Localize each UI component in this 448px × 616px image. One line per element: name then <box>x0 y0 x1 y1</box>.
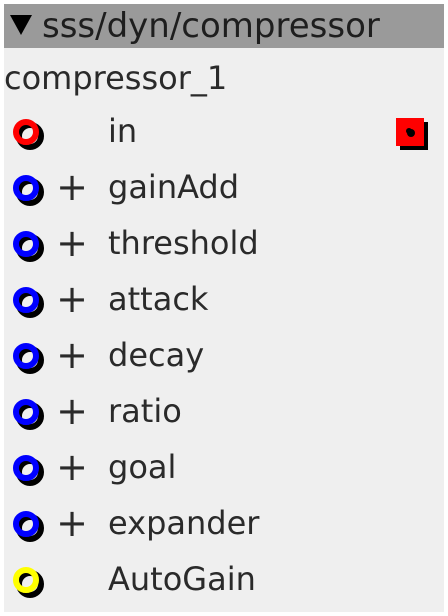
plus-icon[interactable]: + <box>56 277 88 321</box>
port-row: + decay <box>4 328 444 384</box>
input-port-icon[interactable] <box>12 174 44 206</box>
node-path: sss/dyn/compressor <box>42 6 380 46</box>
plus-icon[interactable]: + <box>56 221 88 265</box>
input-port-icon[interactable] <box>12 510 44 542</box>
port-label: decay <box>108 336 205 374</box>
port-label: in <box>108 112 138 150</box>
node-name: compressor_1 <box>4 59 228 97</box>
port-row: + goal <box>4 440 444 496</box>
input-port-icon[interactable] <box>12 230 44 262</box>
port-row: + threshold <box>4 216 444 272</box>
port-label: ratio <box>108 392 182 430</box>
plus-icon[interactable]: + <box>56 389 88 433</box>
port-row: + gainAdd <box>4 160 444 216</box>
port-label: threshold <box>108 224 259 262</box>
plus-icon[interactable]: + <box>56 165 88 209</box>
plus-icon[interactable]: + <box>56 501 88 545</box>
plus-icon[interactable]: + <box>56 333 88 377</box>
input-port-icon[interactable] <box>12 286 44 318</box>
port-label: AutoGain <box>108 560 256 598</box>
port-row: + expander <box>4 496 444 552</box>
port-label: attack <box>108 280 209 318</box>
port-row: + attack <box>4 272 444 328</box>
plus-icon[interactable]: + <box>56 445 88 489</box>
port-row: AutoGain <box>4 552 444 608</box>
port-label: gainAdd <box>108 168 240 206</box>
input-port-icon[interactable] <box>12 454 44 486</box>
port-row: in <box>4 104 444 160</box>
input-port-icon[interactable] <box>12 342 44 374</box>
input-port-icon[interactable] <box>12 398 44 430</box>
node-header[interactable]: sss/dyn/compressor <box>4 4 444 48</box>
triangle-down-icon[interactable] <box>10 15 32 35</box>
input-port-icon[interactable] <box>12 566 44 598</box>
port-label: expander <box>108 504 260 542</box>
input-port-icon[interactable] <box>12 118 44 150</box>
port-row: + ratio <box>4 384 444 440</box>
node-panel: sss/dyn/compressor compressor_1 in + gainA… <box>4 4 444 612</box>
port-label: goal <box>108 448 177 486</box>
output-port-icon[interactable] <box>394 116 430 152</box>
